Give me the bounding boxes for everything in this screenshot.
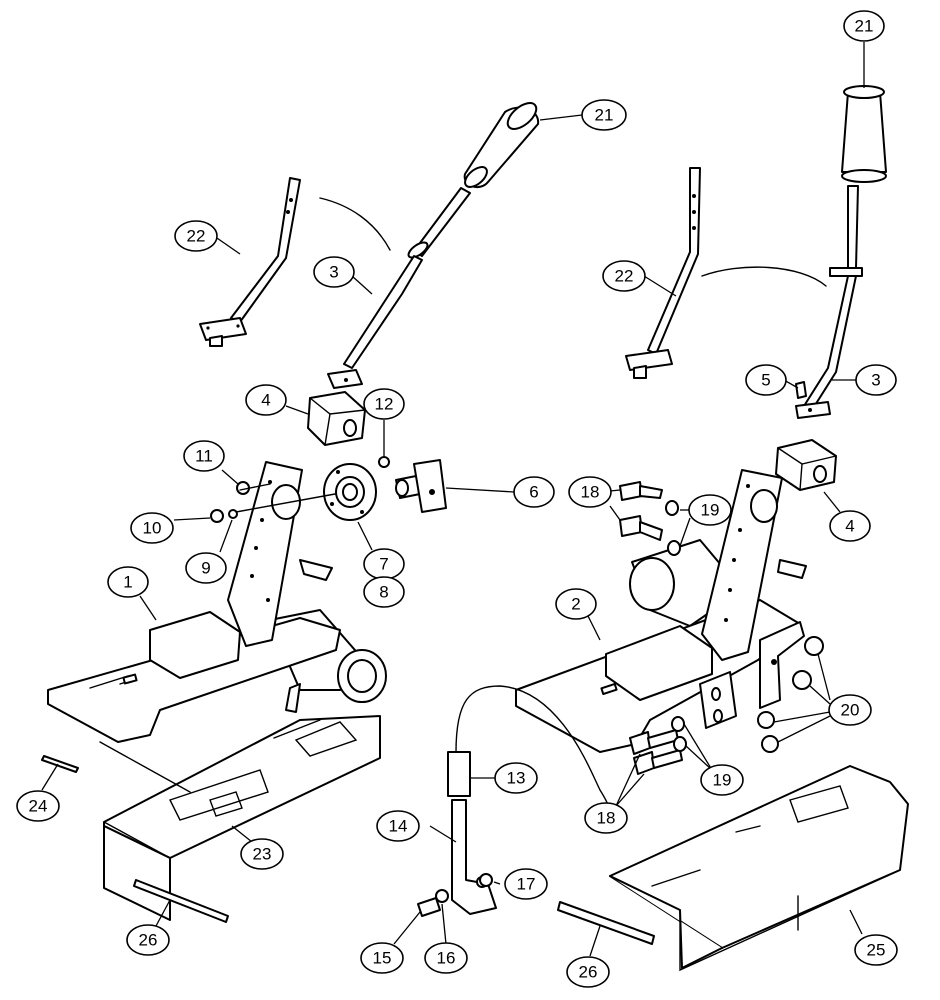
callout-26-right: 26: [566, 956, 610, 988]
callout-9: 9: [185, 552, 227, 584]
svg-text:26: 26: [579, 963, 598, 982]
callout-11: 11: [183, 440, 225, 472]
callout-26-left: 26: [126, 924, 170, 956]
svg-text:3: 3: [871, 371, 880, 390]
frame-right: [515, 469, 807, 753]
callout-19-upper: 19: [688, 494, 732, 526]
callout-18-upper: 18: [568, 476, 612, 508]
svg-text:6: 6: [529, 483, 538, 502]
svg-text:18: 18: [581, 483, 600, 502]
svg-text:11: 11: [195, 447, 213, 466]
callout-21-left: 21: [581, 99, 627, 131]
svg-text:19: 19: [713, 771, 732, 790]
callout-8: 8: [363, 576, 405, 608]
lever-left: [327, 187, 471, 389]
hardware-small-left: [210, 456, 390, 523]
nuts-20: [757, 636, 824, 753]
svg-text:23: 23: [253, 845, 272, 864]
svg-text:24: 24: [29, 797, 48, 816]
svg-text:18: 18: [597, 809, 616, 828]
pivot-block-right: [775, 439, 837, 491]
callout-2: 2: [555, 588, 597, 620]
svg-text:12: 12: [375, 395, 394, 414]
bolt-5: [795, 381, 807, 399]
svg-text:21: 21: [855, 17, 874, 36]
pivot-block-left: [307, 391, 366, 446]
svg-text:22: 22: [187, 227, 206, 246]
svg-text:17: 17: [517, 875, 536, 894]
callout-21-right: 21: [843, 10, 885, 42]
lever-bracket-right: [625, 167, 701, 379]
strip-26-left: [133, 879, 229, 923]
svg-text:9: 9: [201, 559, 210, 578]
lever-bracket-left: [199, 177, 301, 347]
callout-22-left: 22: [174, 220, 218, 252]
callout-20: 20: [828, 694, 872, 726]
callout-3-left: 3: [313, 256, 355, 288]
nut-17-body: [479, 873, 493, 887]
grip-left: [463, 102, 540, 189]
callout-10: 10: [130, 512, 174, 544]
svg-text:25: 25: [867, 941, 886, 960]
callout-13: 13: [494, 762, 538, 794]
callout-19-lower: 19: [700, 764, 744, 796]
callout-7: 7: [363, 548, 405, 580]
grip-right: [841, 85, 887, 183]
svg-text:3: 3: [329, 263, 338, 282]
callout-23: 23: [240, 838, 284, 870]
callout-1: 1: [107, 566, 149, 598]
svg-text:10: 10: [143, 519, 162, 538]
callout-24: 24: [16, 790, 60, 822]
callout-25: 25: [854, 934, 898, 966]
bolts-upper-right: [619, 481, 681, 556]
callout-15: 15: [360, 942, 404, 974]
svg-text:7: 7: [379, 555, 388, 574]
strip-26-right: [557, 901, 655, 945]
callout-16: 16: [424, 942, 468, 974]
lever-right: [795, 185, 863, 419]
svg-text:2: 2: [571, 595, 580, 614]
callout-18-lower: 18: [584, 802, 628, 834]
cover-right: [609, 765, 909, 972]
svg-text:5: 5: [761, 371, 770, 390]
svg-text:16: 16: [437, 949, 456, 968]
svg-text:14: 14: [389, 817, 408, 836]
callout-22-right: 22: [602, 260, 646, 292]
svg-text:1: 1: [123, 573, 132, 592]
flange-bearing: [323, 463, 377, 521]
svg-text:22: 22: [615, 267, 634, 286]
callout-14: 14: [376, 810, 420, 842]
svg-text:4: 4: [261, 391, 270, 410]
svg-text:21: 21: [595, 106, 614, 125]
svg-text:13: 13: [507, 769, 526, 788]
cover-left: [99, 715, 381, 921]
svg-text:26: 26: [139, 931, 158, 950]
callout-12: 12: [363, 388, 405, 420]
callout-4-left: 4: [245, 384, 287, 416]
svg-text:20: 20: [841, 701, 860, 720]
callout-6: 6: [513, 476, 555, 508]
svg-text:19: 19: [701, 501, 720, 520]
callout-17: 17: [504, 868, 548, 900]
svg-text:4: 4: [845, 517, 854, 536]
pivot-pin: [395, 459, 447, 513]
pin-24: [41, 755, 79, 773]
leader-lines: [41, 42, 865, 957]
callout-5: 5: [745, 364, 787, 396]
callout-3-right: 3: [855, 364, 897, 396]
svg-text:8: 8: [379, 583, 388, 602]
frame-left: [47, 461, 387, 743]
callout-4-right: 4: [829, 510, 871, 542]
svg-text:15: 15: [373, 949, 392, 968]
